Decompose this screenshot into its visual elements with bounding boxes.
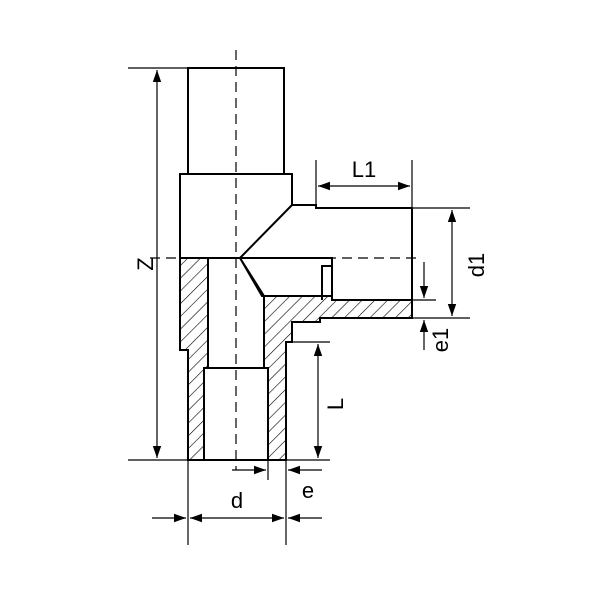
body-upper xyxy=(179,173,413,301)
label-e: e xyxy=(302,478,314,503)
branch-bore-step xyxy=(321,258,333,300)
label-d1: d1 xyxy=(464,253,489,277)
branch-chamfer xyxy=(239,204,293,259)
label-L: L xyxy=(323,398,348,410)
section-right-wall xyxy=(239,257,413,461)
label-d: d xyxy=(231,488,243,513)
label-L1: L1 xyxy=(352,157,376,182)
label-e1: e1 xyxy=(428,328,453,352)
lower-socket xyxy=(203,367,269,461)
label-Z: Z xyxy=(133,257,158,270)
